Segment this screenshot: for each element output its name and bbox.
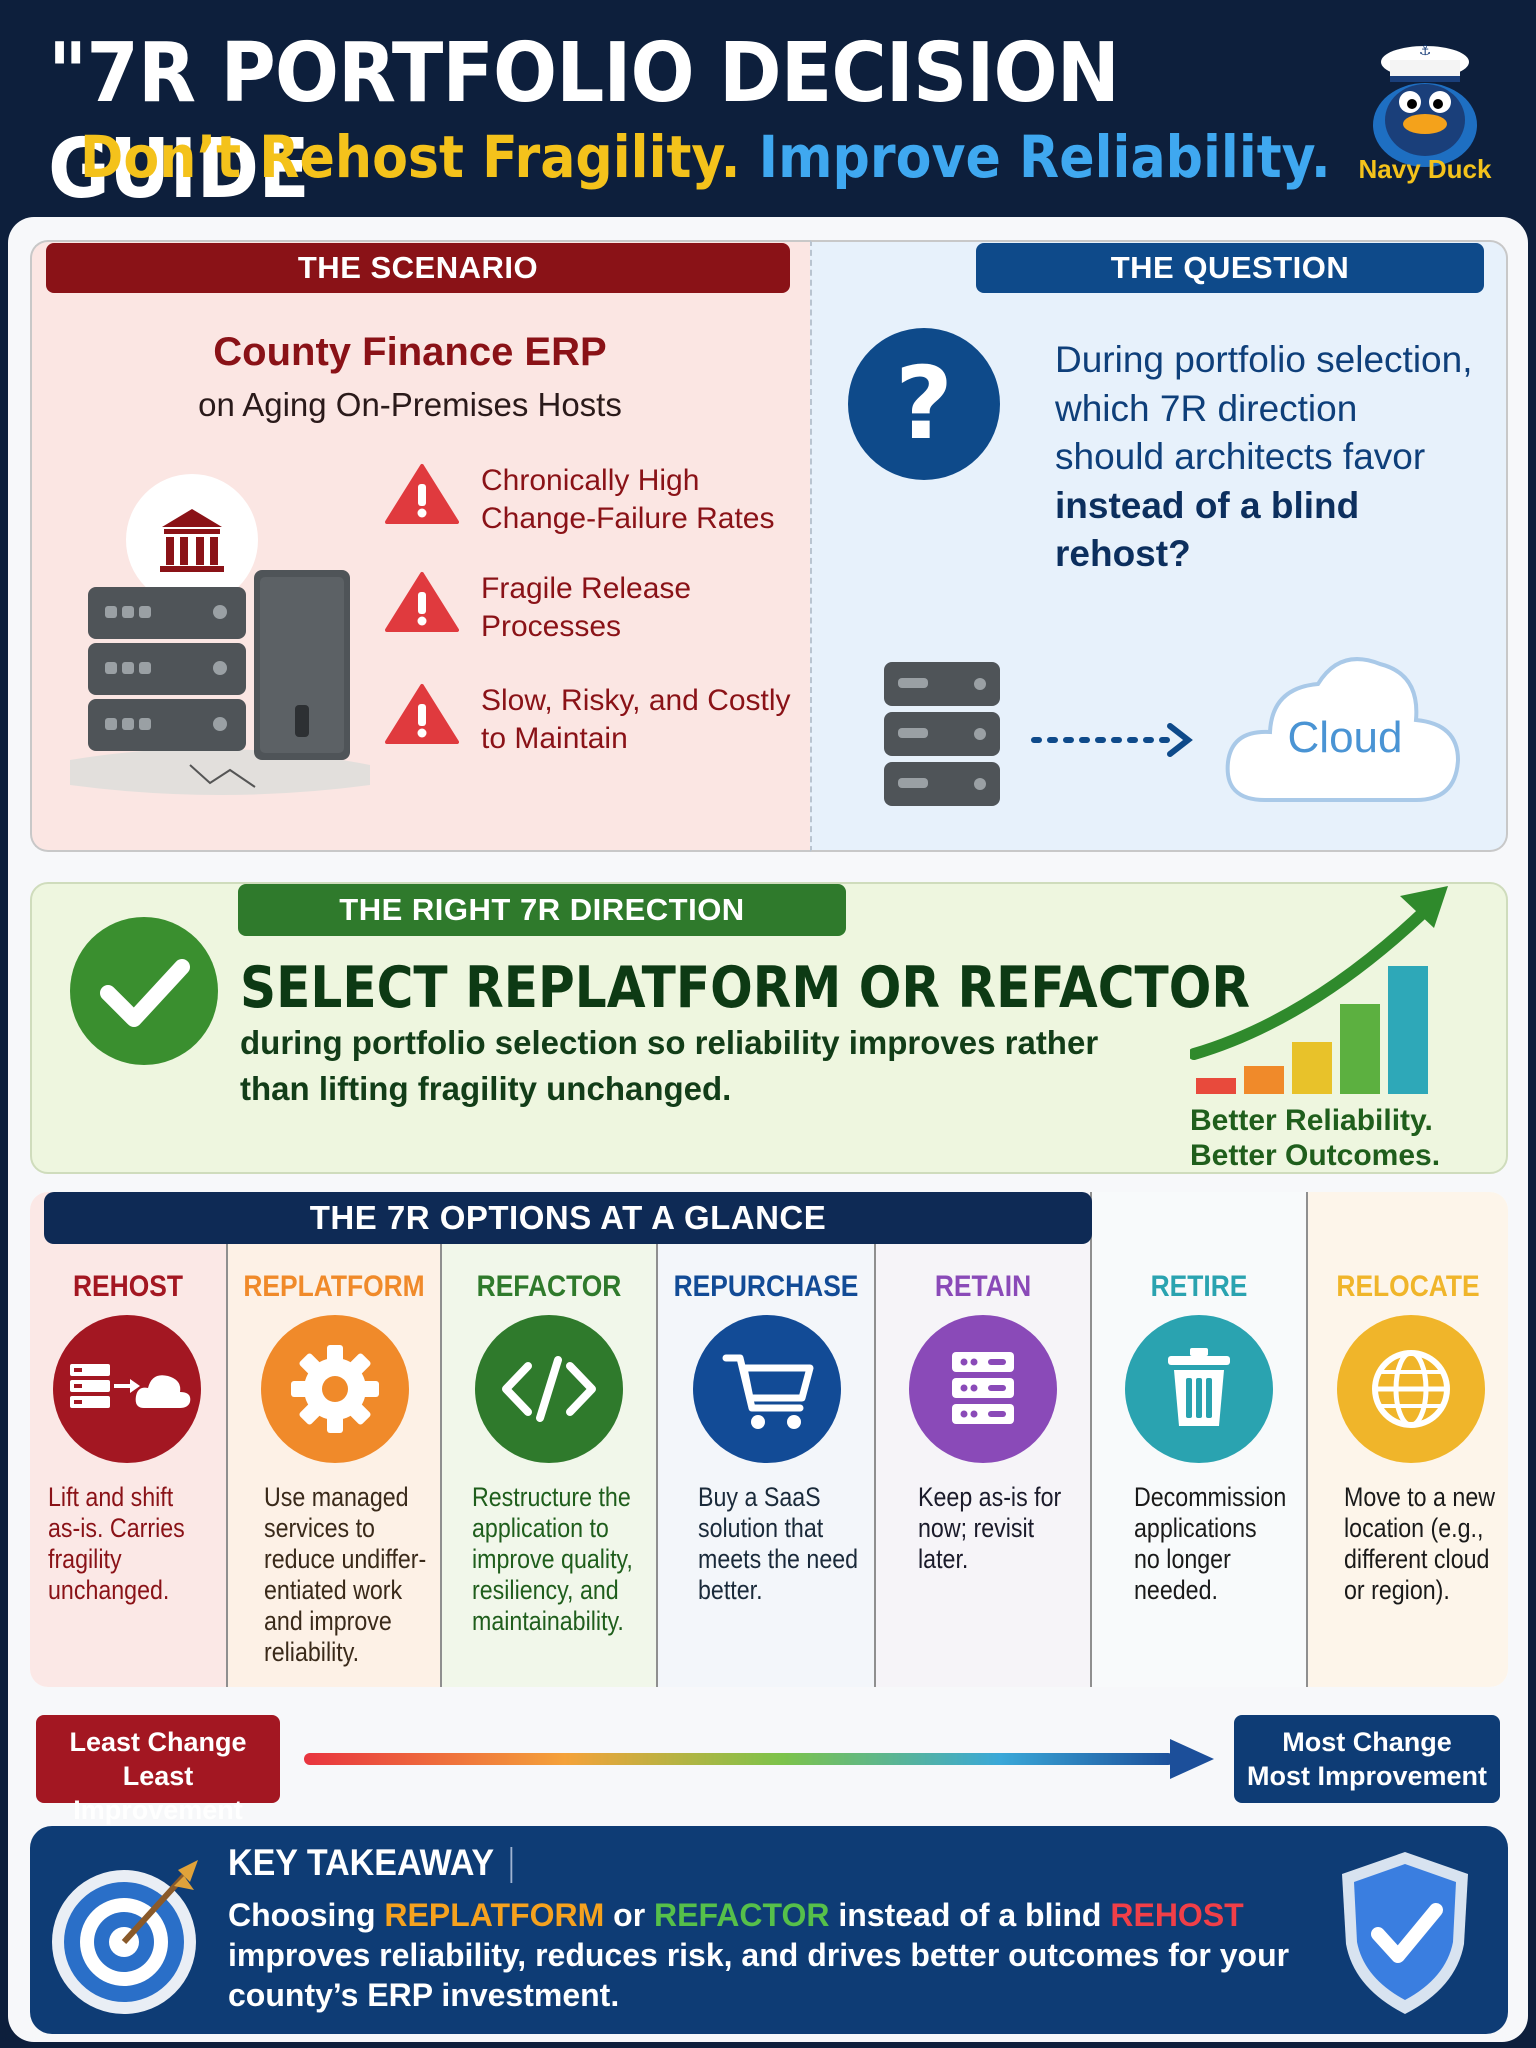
option-name: REPURCHASE (673, 1270, 859, 1303)
option-repurchase: REPURCHASE Buy a SaaS solution that meet… (658, 1192, 876, 1687)
option-name: REFACTOR (476, 1270, 622, 1303)
server-stack-icon (909, 1315, 1057, 1463)
option-retire: RETIRE Decommission applications no long… (1092, 1192, 1308, 1687)
server-icon (884, 662, 1000, 806)
most-improvement-text: Most Improvement (1246, 1761, 1488, 1791)
svg-text:⚓: ⚓ (1419, 43, 1432, 59)
option-name: RETIRE (1150, 1270, 1248, 1303)
option-name: RELOCATE (1336, 1270, 1480, 1303)
takeaway-refactor: REFACTOR (654, 1897, 830, 1933)
globe-icon (1337, 1315, 1485, 1463)
key-takeaway-title: KEY TAKEAWAY (228, 1842, 596, 1884)
subtitle-warning: Don’t Rehost Fragility. (80, 123, 741, 191)
risk-text: Slow, Risky, and Costly to Maintain (481, 684, 791, 755)
direction-body: during portfolio selection so reliabilit… (240, 1024, 1099, 1107)
warning-icon (385, 684, 459, 744)
aging-server-icon (70, 474, 370, 795)
option-description: Decommission applications no longer need… (1134, 1482, 1287, 1605)
takeaway-text: Choosing (228, 1897, 385, 1933)
page-title: "7R PORTFOLIO DECISION GUIDE (48, 26, 1120, 217)
option-replatform: REPLATFORM Use managed services to reduc… (228, 1192, 442, 1687)
question-label: THE QUESTION (976, 243, 1484, 293)
growth-label-line: Better Outcomes. (1190, 1139, 1441, 1172)
least-improvement-text: Least Improvement (73, 1761, 243, 1825)
warning-icon (385, 572, 459, 632)
scenario-label: THE SCENARIO (46, 243, 790, 293)
takeaway-replatform: REPLATFORM (384, 1897, 605, 1933)
cloud-label: Cloud (1287, 713, 1403, 762)
key-takeaway-panel (30, 1826, 1508, 2034)
option-description: Move to a new location (e.g., different … (1344, 1482, 1496, 1605)
system-subtitle: on Aging On-Premises Hosts (198, 386, 622, 423)
risk-text: Chronically High Change-Failure Rates (481, 464, 775, 535)
growth-chart-icon (1190, 886, 1448, 1094)
navy-duck-logo-icon: ⚓ (1373, 43, 1477, 167)
trash-icon (1125, 1315, 1273, 1463)
key-takeaway-title-text: KEY TAKEAWAY (228, 1842, 495, 1883)
question-mark-icon: ? (848, 328, 1000, 480)
change-scale-arrow (304, 1739, 1214, 1779)
server-to-cloud-icon (53, 1315, 201, 1463)
warning-icon (385, 464, 459, 524)
options-table: REHOST Lift and shift as-is. Carries fra… (30, 1192, 1508, 1687)
option-description: Restructure the application to improve q… (472, 1482, 633, 1636)
question-text-emphasis: instead of a blind rehost? (1055, 484, 1360, 575)
option-description: Use managed services to reduce undiffer-… (264, 1482, 427, 1667)
option-name: REHOST (72, 1270, 183, 1303)
check-circle-icon (70, 917, 218, 1065)
subtitle-goal: Improve Reliability. (758, 123, 1331, 191)
question-text: During portfolio selection, which 7R dir… (1055, 336, 1475, 579)
header (0, 0, 1536, 215)
option-name: REPLATFORM (243, 1270, 425, 1303)
option-retain: RETAIN Keep as-is for now; revisit later… (876, 1192, 1092, 1687)
growth-label: Better Reliability.Better Outcomes. (1190, 1103, 1490, 1173)
option-rehost: REHOST Lift and shift as-is. Carries fra… (30, 1192, 228, 1687)
target-icon (52, 1860, 198, 2014)
direction-label: THE RIGHT 7R DIRECTION (238, 884, 846, 936)
svg-text:?: ? (895, 345, 953, 462)
option-description: Lift and shift as-is. Carries fragility … (48, 1482, 185, 1605)
key-takeaway-body: Choosing REPLATFORM or REFACTOR instead … (228, 1895, 1328, 2015)
shield-check-icon (1342, 1852, 1468, 2014)
growth-label-line: Better Reliability. (1190, 1104, 1433, 1137)
option-description: Keep as-is for now; revisit later. (918, 1482, 1062, 1574)
most-change-text: Most Change (1282, 1727, 1452, 1757)
direction-headline: SELECT REPLATFORM OR REFACTOR (240, 955, 1251, 1021)
option-relocate: RELOCATE Move to a new location (e.g., d… (1308, 1192, 1508, 1687)
option-refactor: REFACTOR Restructure the application to … (442, 1192, 658, 1687)
takeaway-text: instead of a blind (829, 1897, 1111, 1933)
migrate-arrow-icon (1031, 723, 1193, 757)
code-icon (475, 1315, 623, 1463)
gear-icon (261, 1315, 409, 1463)
system-name: County Finance ERP (213, 330, 607, 374)
risk-text: Fragile Release Processes (481, 572, 692, 643)
options-label: THE 7R OPTIONS AT A GLANCE (44, 1192, 1092, 1244)
cloud-icon (1225, 657, 1461, 802)
question-text-lead: During portfolio selection, which 7R dir… (1055, 339, 1473, 477)
cart-icon (693, 1315, 841, 1463)
option-name: RETAIN (934, 1270, 1032, 1303)
takeaway-rehost: REHOST (1110, 1897, 1244, 1933)
page-subtitle: Don’t Rehost Fragility. Improve Reliabil… (80, 122, 1331, 192)
brand-name: Navy Duck (1358, 154, 1492, 184)
option-description: Buy a SaaS solution that meets the need … (698, 1482, 859, 1605)
takeaway-text: or (604, 1897, 655, 1933)
takeaway-text: improves reliability, reduces risk, and … (228, 1937, 1290, 2013)
least-change-text: Least Change (69, 1727, 247, 1757)
title-divider (510, 1847, 513, 1884)
